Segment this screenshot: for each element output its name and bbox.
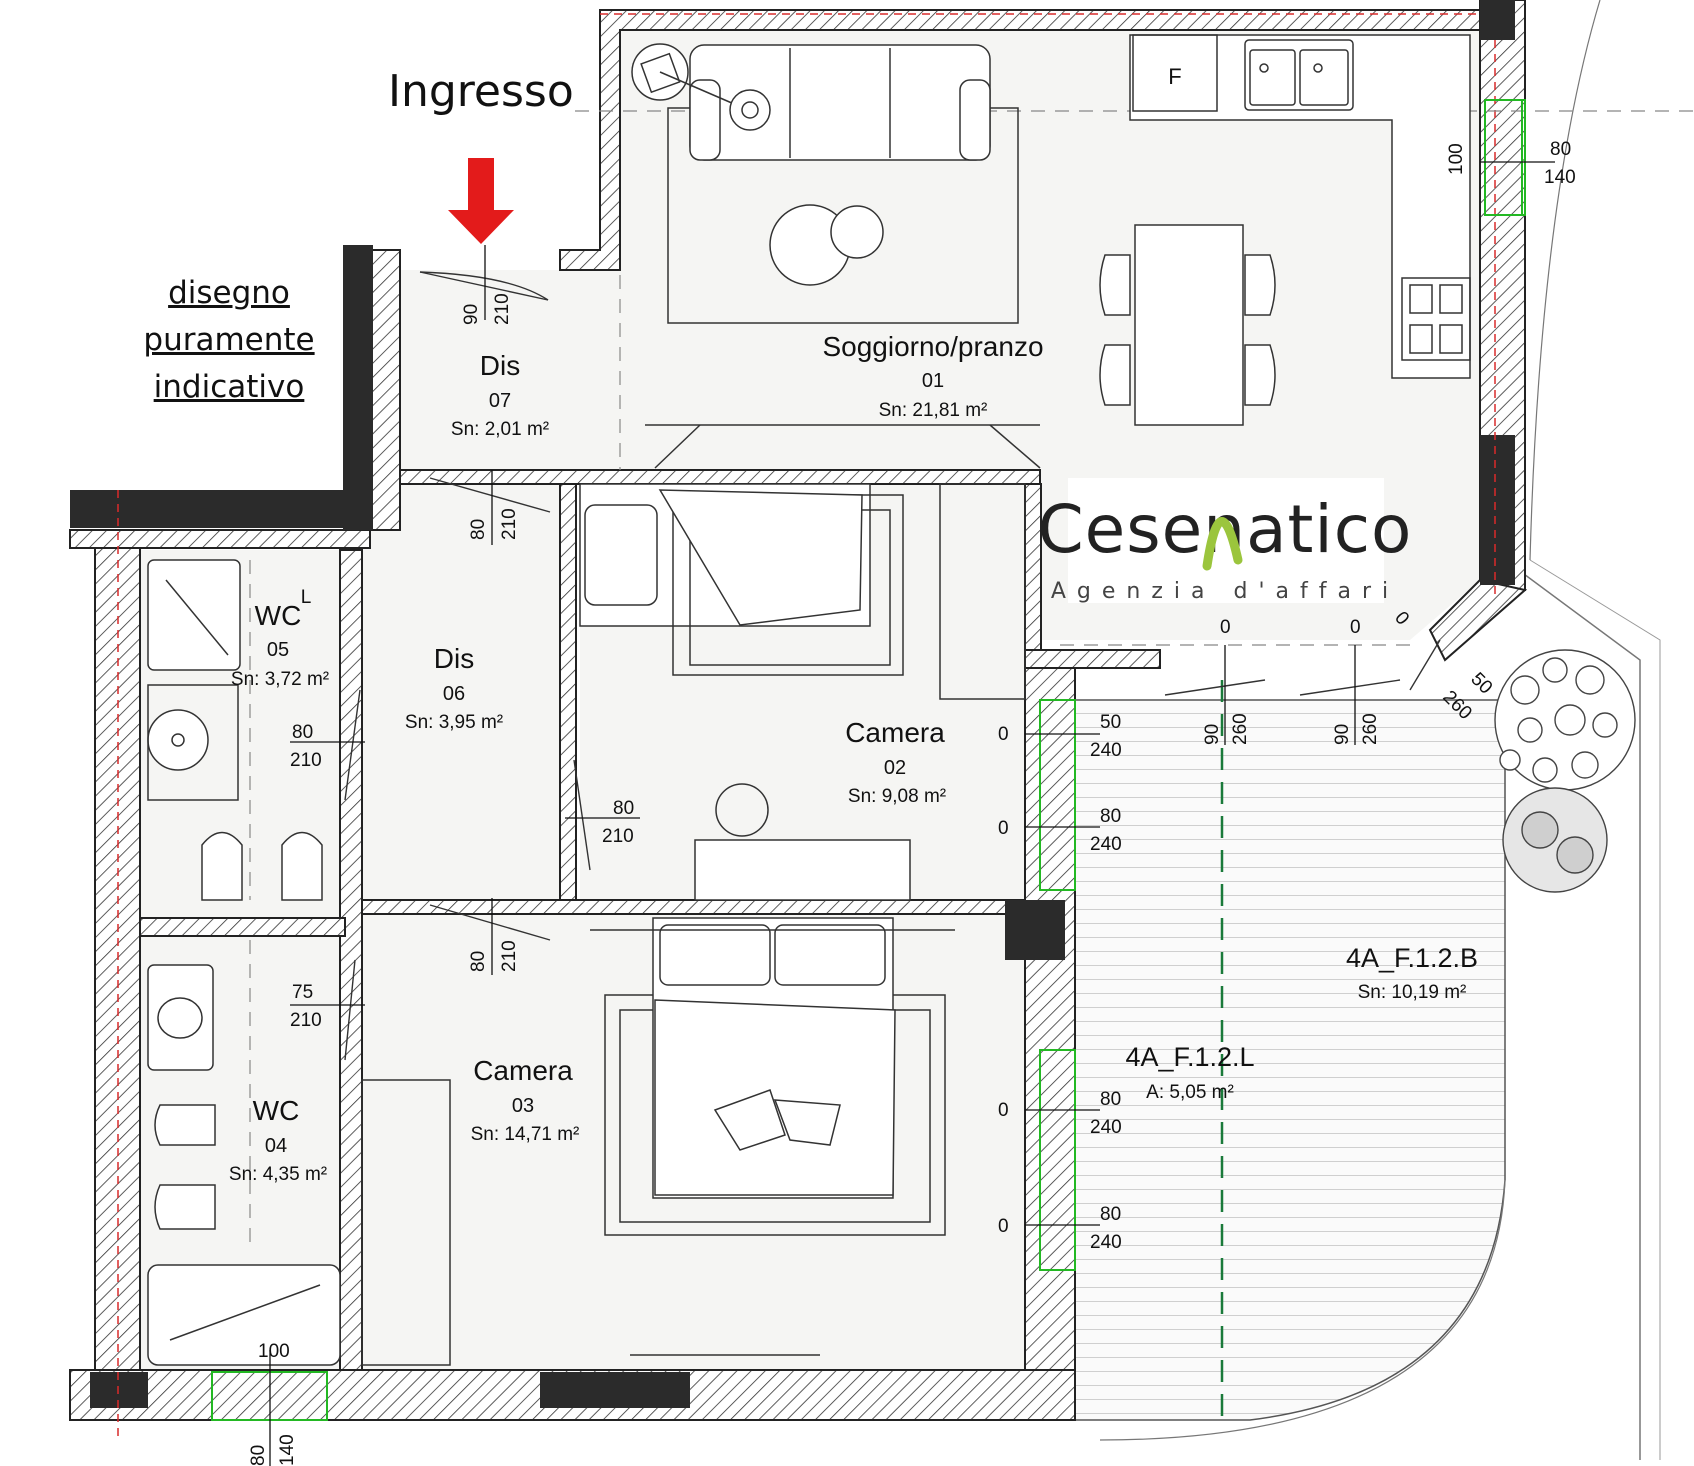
dimension-marks	[269, 161, 1555, 1466]
room-03-number: 03	[512, 1095, 534, 1117]
room-06-name: Dis	[434, 643, 474, 674]
dim-terrace-door-a-width: 90	[1202, 724, 1223, 745]
room-06-area: Sn: 3,95 m²	[405, 712, 503, 733]
dim-window-03a-width: 80	[1100, 1089, 1121, 1110]
dim-window-bath-height: 140	[277, 1434, 298, 1466]
room-04-number: 04	[265, 1135, 287, 1157]
dim-door-06-width: 80	[468, 519, 489, 540]
dim-terrace-door-a-height: 260	[1230, 713, 1251, 745]
living-furniture	[631, 43, 1019, 324]
logo-tagline: Agenzia d'affari	[1051, 579, 1399, 604]
plants	[1494, 649, 1636, 893]
room-01-area: Sn: 21,81 m²	[879, 400, 988, 421]
dim-sill-02b: 0	[998, 818, 1009, 839]
entrance-label: Ingresso	[388, 66, 574, 117]
entrance-arrow	[448, 158, 514, 244]
bathroom-05-fixtures	[147, 559, 323, 901]
dim-terrace-door-b-width: 90	[1332, 724, 1353, 745]
dim-terrace-door-b-height: 260	[1360, 713, 1381, 745]
dim-window-01-width: 80	[1550, 139, 1571, 160]
terrace-b-area: Sn: 10,19 m²	[1358, 982, 1467, 1003]
dim-window-02b-width: 80	[1100, 806, 1121, 827]
bed-single	[579, 424, 1041, 901]
dim-window-03b-height: 240	[1090, 1232, 1122, 1253]
terrace	[1074, 0, 1661, 1460]
dim-door-04-width: 75	[292, 982, 313, 1003]
kitchen	[1129, 34, 1471, 379]
fridge-label: F	[1168, 64, 1181, 89]
disclaimer-line-1: disegno	[168, 275, 290, 311]
structural-columns	[70, 0, 1515, 1408]
dim-door-02-height: 210	[602, 826, 634, 847]
room-06-number: 06	[443, 683, 465, 705]
dim-door-07-height: 210	[492, 293, 513, 325]
disclaimer-line-3: indicativo	[153, 369, 305, 405]
dim-door-03-width: 80	[468, 951, 489, 972]
terrace-b-name: 4A_F.1.2.B	[1346, 943, 1478, 973]
dim-door-04-height: 210	[290, 1010, 322, 1031]
dim-sill-terrace-b: 0	[1350, 617, 1361, 638]
dim-sill-terrace-a: 0	[1220, 617, 1231, 638]
room-07-name: Dis	[480, 350, 520, 381]
dim-sill-02a: 0	[998, 724, 1009, 745]
windows	[211, 99, 1526, 1421]
disclaimer-note: disegno puramente indicativo	[134, 270, 324, 411]
red-reference-lines	[117, 13, 1496, 1440]
doors	[344, 271, 1441, 1061]
dim-window-01-height: 140	[1544, 167, 1576, 188]
dim-sill-03b: 0	[998, 1216, 1009, 1237]
dim-sill-03a: 0	[998, 1100, 1009, 1121]
dim-window-02b-height: 240	[1090, 834, 1122, 855]
dim-door-03-height: 210	[499, 940, 520, 972]
dim-door-05-height: 210	[290, 750, 322, 771]
terrace-l-area: A: 5,05 m²	[1146, 1082, 1234, 1103]
room-07-number: 07	[489, 390, 511, 412]
room-05-area: Sn: 3,72 m²	[231, 669, 329, 690]
dim-door-06-height: 210	[499, 508, 520, 540]
room-02-number: 02	[884, 757, 906, 779]
room-05-superscript: L	[301, 587, 312, 608]
room-03-area: Sn: 14,71 m²	[471, 1124, 580, 1145]
terrace-l-name: 4A_F.1.2.L	[1125, 1042, 1254, 1072]
room-05-number: 05	[267, 639, 289, 661]
room-03-name: Camera	[473, 1055, 573, 1086]
dim-terrace-door-c-width: 50	[1466, 669, 1496, 699]
room-01-name: Soggiorno/pranzo	[822, 331, 1043, 362]
dim-window-02a-width: 50	[1100, 712, 1121, 733]
room-04-area: Sn: 4,35 m²	[229, 1164, 327, 1185]
bathroom-04-fixtures	[147, 964, 341, 1366]
room-02-name: Camera	[845, 717, 945, 748]
room-01-number: 01	[922, 370, 944, 392]
room-05-name: WC	[255, 600, 302, 631]
dim-door-05-width: 80	[292, 722, 313, 743]
disclaimer-line-2: puramente	[143, 322, 315, 358]
dim-window-bath-width: 80	[248, 1445, 269, 1466]
dim-door-07-width: 90	[461, 304, 482, 325]
dim-window-03a-height: 240	[1090, 1117, 1122, 1138]
dining-table	[1099, 224, 1276, 426]
bed-double	[361, 917, 955, 1366]
room-04-name: WC	[253, 1095, 300, 1126]
room-07-area: Sn: 2,01 m²	[451, 419, 549, 440]
dim-door-02-width: 80	[613, 798, 634, 819]
room-02-area: Sn: 9,08 m²	[848, 786, 946, 807]
dim-window-01-sill: 100	[1446, 143, 1467, 175]
agency-logo: Cesenatico Agenzia d'affari	[1038, 478, 1411, 604]
dim-window-bath-sill: 100	[258, 1341, 290, 1362]
dim-window-03b-width: 80	[1100, 1204, 1121, 1225]
dim-window-02a-height: 240	[1090, 740, 1122, 761]
